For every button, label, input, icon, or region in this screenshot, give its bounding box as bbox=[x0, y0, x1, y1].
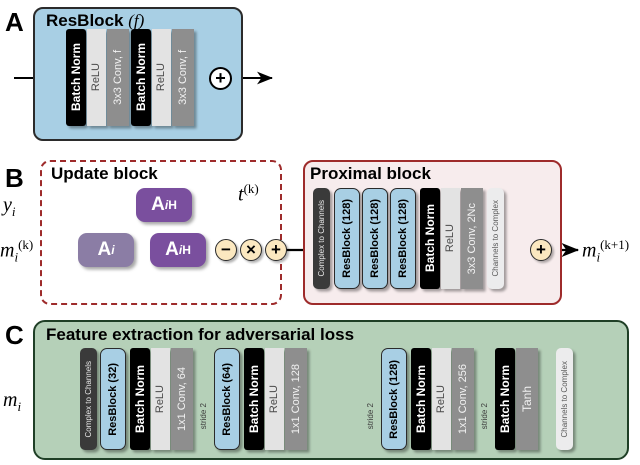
panel-a-layer-relu-2: ReLU bbox=[152, 29, 171, 126]
panel-c-layer-relu-3: ReLU bbox=[432, 348, 451, 450]
panel-c-layer-resblock-128: ResBlock (128) bbox=[381, 348, 407, 450]
panel-c-layer-conv-128: 1x1 Conv, 128 bbox=[285, 348, 307, 450]
panel-c-layer-batchnorm-2: Batch Norm bbox=[244, 348, 264, 450]
output-label-m: mi(k+1) bbox=[582, 237, 630, 265]
panel-c-layer-resblock-64: ResBlock (64) bbox=[214, 348, 240, 450]
update-block-container bbox=[40, 160, 282, 305]
proximal-layer-resblock-3: ResBlock (128) bbox=[390, 188, 416, 289]
panel-a-title: ResBlock (f) bbox=[46, 11, 144, 31]
panel-c-stride-label-2: stride 2 bbox=[366, 403, 375, 430]
panel-c-layer-batchnorm-3: Batch Norm bbox=[411, 348, 431, 450]
proximal-layer-resblock-1: ResBlock (128) bbox=[334, 188, 360, 289]
panel-a-title-main: ResBlock bbox=[46, 11, 124, 30]
subtract-circle: − bbox=[215, 239, 237, 261]
panel-c-stride-label-3: stride 2 bbox=[480, 403, 489, 430]
panel-c-title: Feature extraction for adversarial loss bbox=[46, 325, 355, 344]
input-label-y: yi bbox=[3, 194, 16, 219]
panel-a-layer-relu-1: ReLU bbox=[87, 29, 106, 126]
panel-c-layer-batchnorm-4: Batch Norm bbox=[495, 348, 515, 450]
panel-letter-a: A bbox=[5, 7, 24, 37]
panel-letter-b: B bbox=[5, 163, 24, 193]
panel-c-layer-relu-2: ReLU bbox=[265, 348, 284, 450]
proximal-block-title: Proximal block bbox=[310, 164, 431, 183]
add-circle-proximal: + bbox=[530, 239, 552, 261]
proximal-layer-channels-to-complex: Channels to Complex bbox=[487, 188, 504, 289]
panel-c-input-label: mi bbox=[3, 389, 22, 414]
update-block-title: Update block bbox=[51, 164, 158, 183]
panel-c-layer-complex-to-channels: Complex to Channels bbox=[80, 348, 97, 450]
multiply-circle: × bbox=[240, 239, 262, 261]
panel-c-layer-relu-1: ReLU bbox=[151, 348, 170, 450]
input-label-m: mi(k) bbox=[0, 237, 34, 265]
proximal-layer-complex-to-channels: Complex to Channels bbox=[313, 188, 330, 289]
panel-c-layer-tanh: Tanh bbox=[516, 348, 538, 450]
panel-c-stride-label-1: stride 2 bbox=[199, 403, 208, 430]
panel-c-layer-resblock-32: ResBlock (32) bbox=[100, 348, 126, 450]
panel-a-title-arg: (f) bbox=[128, 11, 145, 30]
panel-c-layer-batchnorm-1: Batch Norm bbox=[130, 348, 150, 450]
proximal-layer-batchnorm: Batch Norm bbox=[420, 188, 440, 289]
panel-a-add-circle: + bbox=[209, 67, 232, 90]
panel-a-layer-batchnorm-1: Batch Norm bbox=[66, 29, 86, 126]
panel-a-layer-batchnorm-2: Batch Norm bbox=[131, 29, 151, 126]
panel-c-layer-channels-to-complex: Channels to Complex bbox=[556, 348, 573, 450]
panel-a-layer-conv-1: 3x3 Conv, f bbox=[107, 29, 129, 126]
panel-letter-c: C bbox=[5, 320, 24, 350]
proximal-layer-conv: 3x3 Conv, 2Nc bbox=[461, 188, 483, 289]
proximal-layer-resblock-2: ResBlock (128) bbox=[362, 188, 388, 289]
panel-a-layer-conv-2: 3x3 Conv, f bbox=[172, 29, 194, 126]
add-circle-update: + bbox=[265, 239, 287, 261]
panel-c-layer-conv-256: 1x1 Conv, 256 bbox=[452, 348, 474, 450]
panel-c-layer-conv-64: 1x1 Conv, 64 bbox=[171, 348, 193, 450]
step-size-label: t(k) bbox=[238, 181, 259, 206]
proximal-layer-relu: ReLU bbox=[441, 188, 460, 289]
